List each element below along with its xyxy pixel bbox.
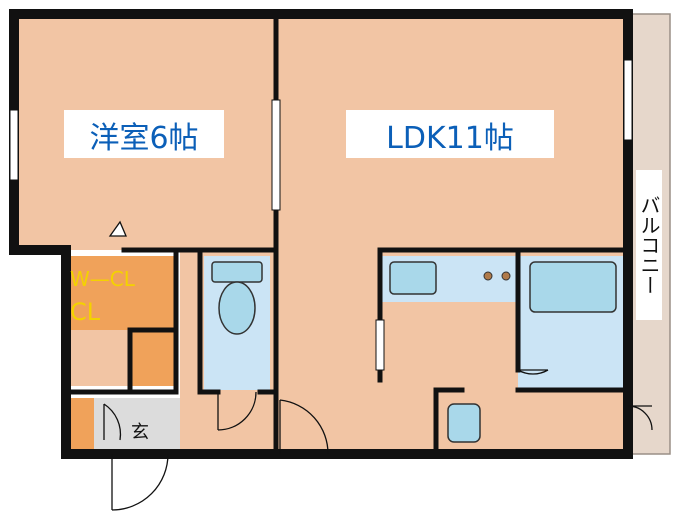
closet-inner bbox=[130, 330, 176, 386]
balcony-door bbox=[627, 405, 653, 431]
balcony-label-text: バルコニー bbox=[637, 195, 661, 295]
bathtub bbox=[529, 261, 617, 313]
stove-burner-right bbox=[501, 271, 511, 281]
toilet-tank bbox=[211, 261, 263, 283]
entrance-door bbox=[111, 453, 169, 511]
western-room-label: 洋室6帖 bbox=[89, 121, 198, 156]
walk-in-closet-label-cl: CL bbox=[70, 298, 101, 326]
wash-basin bbox=[447, 403, 481, 443]
toilet-bowl bbox=[218, 281, 256, 335]
closet-pillar bbox=[66, 330, 130, 386]
interior-walls bbox=[63, 11, 631, 457]
ldk-label-bg bbox=[346, 110, 554, 158]
walk-in-closet bbox=[66, 256, 176, 330]
toilet-door bbox=[217, 391, 257, 431]
bath-door bbox=[517, 369, 549, 375]
doors bbox=[103, 220, 653, 511]
entrance-label: 玄 bbox=[131, 422, 149, 443]
balcony-label: バルコニー bbox=[636, 170, 662, 320]
windows bbox=[9, 59, 633, 371]
closet-arrow bbox=[108, 220, 127, 237]
entrance-inner-door bbox=[103, 403, 122, 441]
hall-door bbox=[279, 399, 329, 455]
kitchen-sink bbox=[389, 261, 437, 295]
stove-burner-left bbox=[483, 271, 493, 281]
western-room-label-bg bbox=[64, 110, 224, 158]
ldk-label: LDK11帖 bbox=[386, 121, 514, 156]
walk-in-closet-label: W—CL bbox=[70, 267, 136, 291]
